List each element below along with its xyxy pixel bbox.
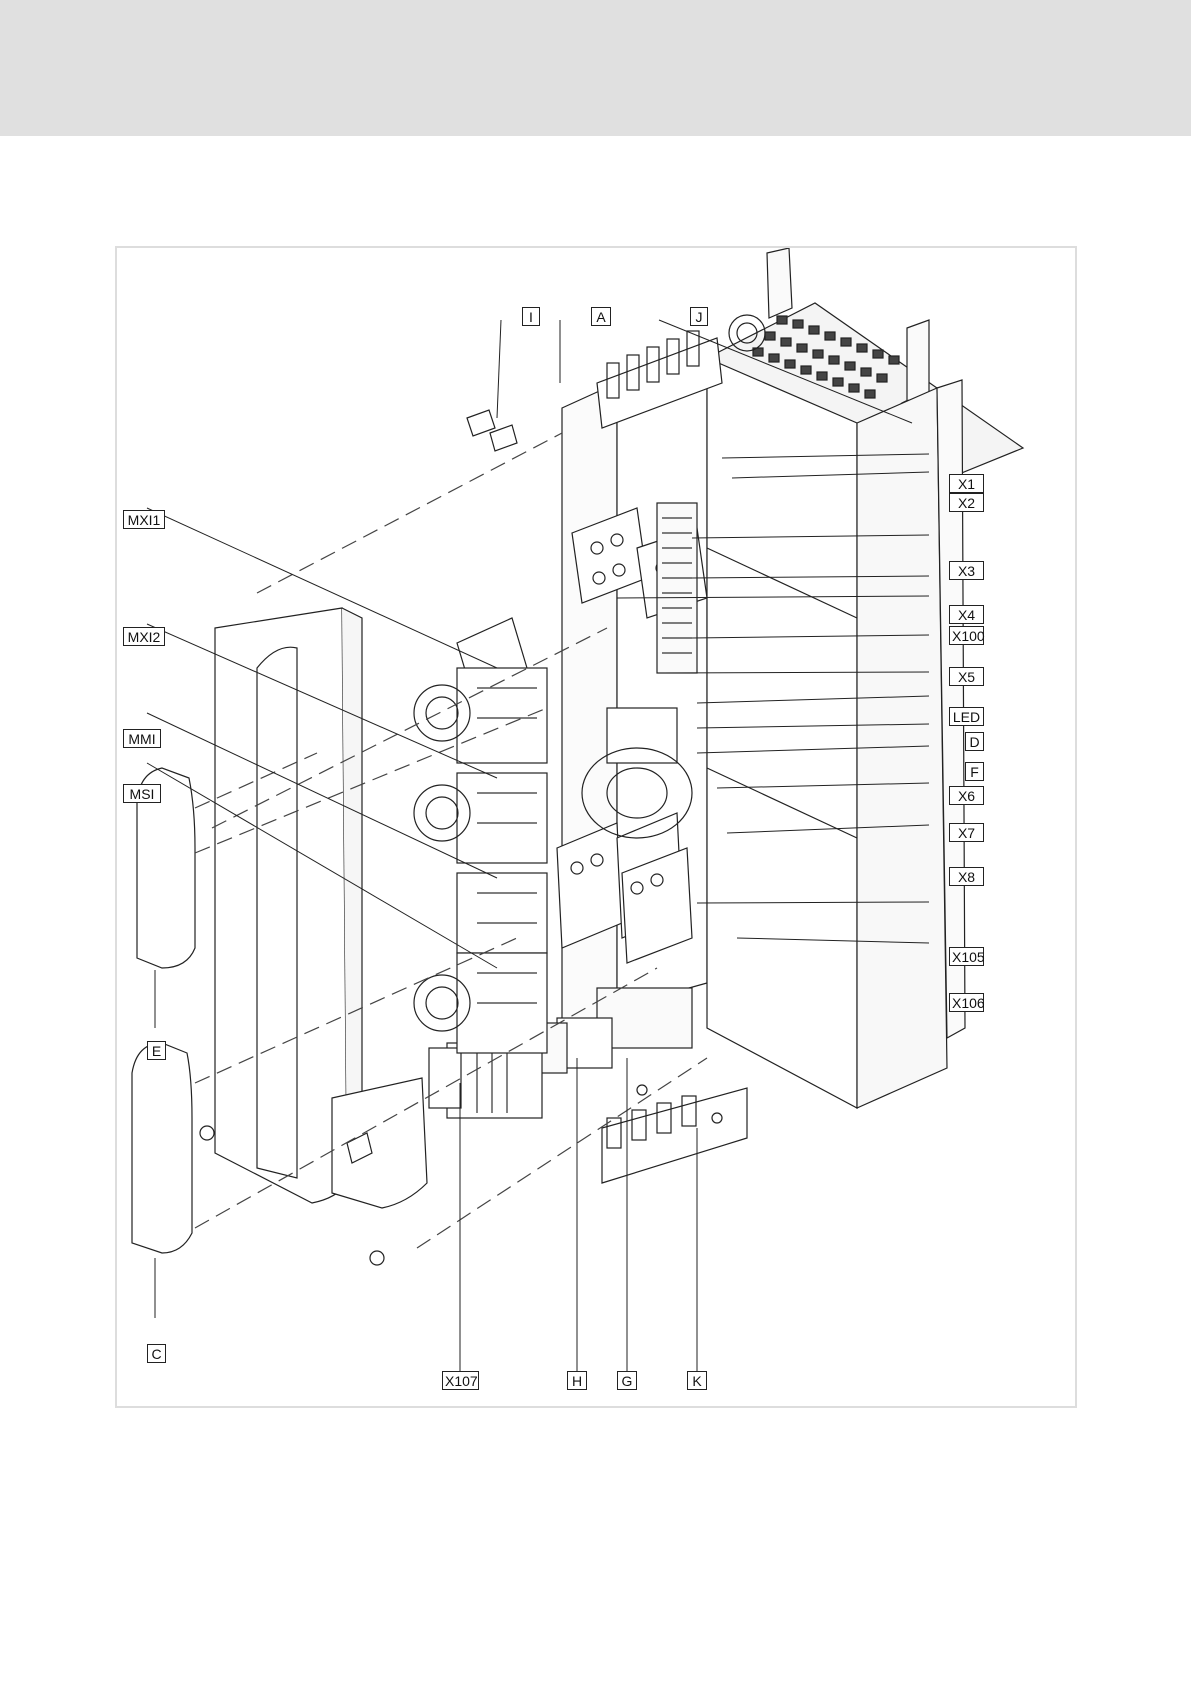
callout-MXI1: MXI1	[123, 510, 165, 529]
exploded-view-figure: I A J X1 X2 X3 X4 X100 X5 LED D F X6 X7 …	[115, 246, 1077, 1408]
bottom-cover-plate	[602, 1085, 747, 1183]
callout-X8: X8	[949, 867, 984, 886]
callout-X3: X3	[949, 561, 984, 580]
callout-MSI: MSI	[123, 784, 161, 803]
callout-X106: X106	[949, 993, 984, 1012]
callout-J: J	[690, 307, 708, 326]
callout-X100: X100	[949, 626, 984, 645]
callout-X105: X105	[949, 947, 984, 966]
callout-I: I	[522, 307, 540, 326]
callout-K: K	[687, 1371, 707, 1390]
callout-C: C	[147, 1344, 166, 1363]
callout-X5: X5	[949, 667, 984, 686]
clip-I	[467, 410, 517, 451]
callout-LED: LED	[949, 707, 984, 726]
cover-C	[132, 1043, 192, 1253]
callout-X7: X7	[949, 823, 984, 842]
callout-X6: X6	[949, 786, 984, 805]
page-header-band	[0, 0, 1191, 136]
callout-X107: X107	[442, 1371, 479, 1390]
callout-X4: X4	[949, 605, 984, 624]
callout-H: H	[567, 1371, 587, 1390]
callout-X1: X1	[949, 474, 984, 493]
callout-X2: X2	[949, 493, 984, 512]
callout-E: E	[147, 1041, 166, 1060]
callout-A: A	[591, 307, 611, 326]
device-drawing	[117, 248, 1075, 1406]
callout-G: G	[617, 1371, 637, 1390]
callout-MMI: MMI	[123, 729, 161, 748]
callout-MXI2: MXI2	[123, 627, 165, 646]
front-cover	[200, 608, 427, 1265]
callout-D: D	[965, 732, 984, 751]
module-stack	[414, 618, 547, 1053]
callout-F: F	[965, 762, 984, 781]
